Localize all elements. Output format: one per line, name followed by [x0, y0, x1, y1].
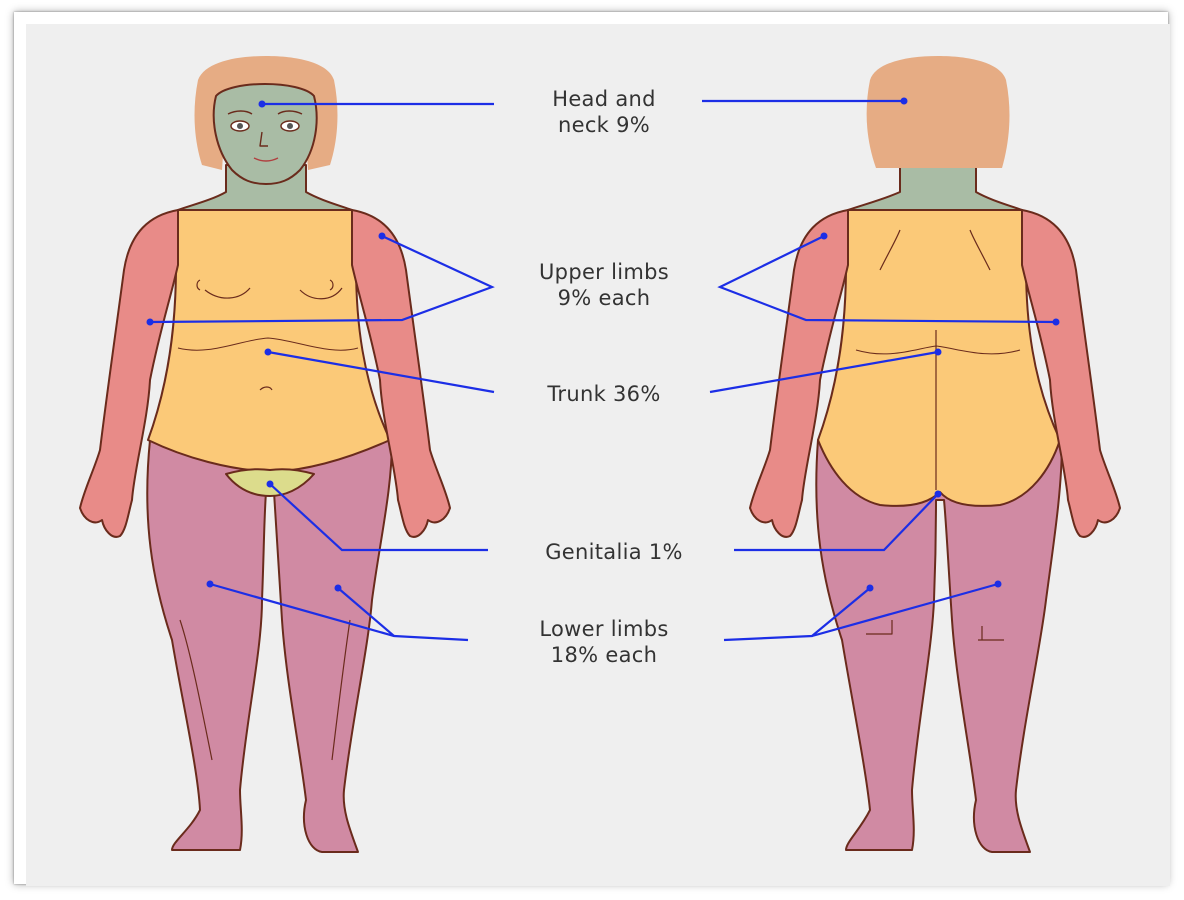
back-neck-region	[848, 165, 1022, 210]
front-lower-limbs-region	[147, 440, 392, 852]
label-trunk: Trunk 36%	[504, 381, 704, 407]
label-head-and-neck: Head and neck 9%	[504, 86, 704, 138]
front-figure	[80, 56, 450, 852]
back-figure	[750, 56, 1120, 852]
label-genitalia: Genitalia 1%	[494, 539, 734, 565]
label-lower-limbs: Lower limbs 18% each	[494, 616, 714, 668]
label-upper-limbs: Upper limbs 9% each	[494, 259, 714, 311]
back-head-region	[867, 56, 1010, 168]
back-lower-limbs-region	[816, 440, 1062, 852]
